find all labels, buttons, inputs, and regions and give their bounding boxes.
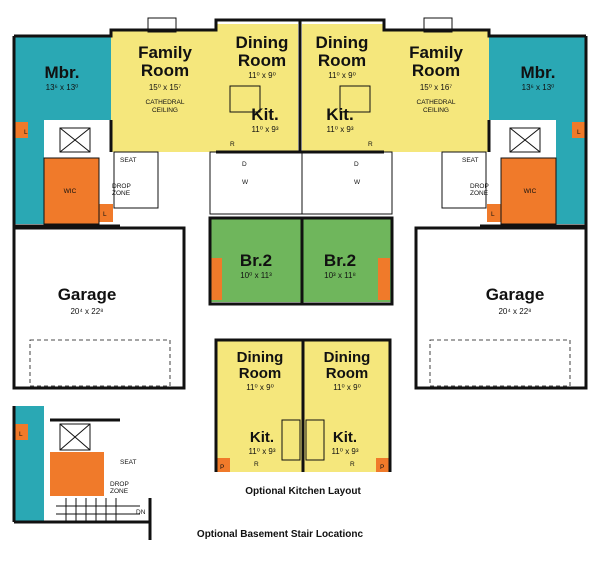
- dining-left-label-1: Dining: [236, 33, 289, 52]
- family-right-label-1: Family: [409, 43, 463, 62]
- opt-dining-right-2: Room: [326, 365, 369, 382]
- kit-right-label: Kit.: [326, 105, 353, 124]
- basement-stair-caption: Optional Basement Stair Locationc: [197, 529, 364, 540]
- svg-text:CATHEDRAL: CATHEDRAL: [146, 99, 185, 106]
- closet-br2-right: [378, 258, 390, 300]
- svg-text:11⁰ x 9³: 11⁰ x 9³: [251, 125, 278, 134]
- svg-text:11⁰ x 9⁰: 11⁰ x 9⁰: [246, 383, 274, 392]
- svg-text:L: L: [24, 129, 28, 136]
- svg-text:11⁰ x 9³: 11⁰ x 9³: [248, 447, 275, 456]
- svg-text:10⁰ x 11³: 10⁰ x 11³: [240, 271, 272, 280]
- svg-text:L: L: [491, 211, 495, 218]
- stair-treads: [56, 498, 140, 522]
- svg-text:10³ x 11⁸: 10³ x 11⁸: [324, 271, 356, 280]
- family-left-label-2: Room: [141, 61, 189, 80]
- garage-left: [12, 226, 186, 390]
- left-unit: Mbr. 13⁶ x 13⁰ Family Room 15⁰ x 15⁷ CAT…: [12, 17, 304, 390]
- dining-right-label-2: Room: [318, 51, 366, 70]
- svg-text:CATHEDRAL: CATHEDRAL: [417, 99, 456, 106]
- svg-text:L: L: [577, 129, 581, 136]
- svg-text:ZONE: ZONE: [110, 488, 129, 495]
- svg-text:CEILING: CEILING: [423, 107, 449, 114]
- svg-text:13⁶ x 13⁰: 13⁶ x 13⁰: [46, 83, 79, 92]
- br2-left-fill: [210, 218, 302, 302]
- svg-text:20⁴ x 22⁸: 20⁴ x 22⁸: [498, 307, 531, 316]
- garage-right-label: Garage: [486, 285, 545, 304]
- svg-text:11⁰ x 9⁰: 11⁰ x 9⁰: [333, 383, 361, 392]
- svg-text:R: R: [230, 141, 235, 148]
- kit-left-label: Kit.: [251, 105, 278, 124]
- svg-text:DN: DN: [136, 509, 146, 516]
- wic-left-fill: [44, 158, 99, 224]
- garage-left-label: Garage: [58, 285, 117, 304]
- closet-br2-left: [210, 258, 222, 300]
- garage-right: [414, 226, 588, 390]
- l-box-right-1: [572, 122, 586, 138]
- svg-text:ZONE: ZONE: [470, 190, 489, 197]
- l-box-right-2: [487, 204, 501, 222]
- svg-text:L: L: [19, 431, 23, 438]
- l-box-left-2: [99, 204, 113, 222]
- svg-text:DROP: DROP: [112, 183, 131, 190]
- svg-text:P: P: [380, 464, 384, 471]
- svg-text:20⁴ x 22⁸: 20⁴ x 22⁸: [70, 307, 103, 316]
- svg-text:11⁰ x 9³: 11⁰ x 9³: [331, 447, 358, 456]
- opt-dining-right-1: Dining: [324, 349, 371, 366]
- wic-right-fill: [501, 158, 556, 224]
- svg-text:ZONE: ZONE: [112, 190, 131, 197]
- svg-text:DROP: DROP: [470, 183, 489, 190]
- opt-kit-right: Kit.: [333, 429, 357, 446]
- svg-text:P: P: [220, 464, 224, 471]
- svg-text:SEAT: SEAT: [462, 157, 479, 164]
- mbr-right-fill: [489, 36, 586, 120]
- br2-right-label: Br.2: [324, 251, 356, 270]
- svg-text:D: D: [242, 161, 247, 168]
- svg-text:13⁶ x 13⁰: 13⁶ x 13⁰: [522, 83, 555, 92]
- svg-text:11⁰ x 9⁰: 11⁰ x 9⁰: [328, 71, 356, 80]
- br2-right-walls: [300, 216, 394, 306]
- svg-text:15⁰ x 16⁷: 15⁰ x 16⁷: [420, 83, 452, 92]
- mbr-left-fill: [14, 36, 111, 120]
- dining-left-label-2: Room: [238, 51, 286, 70]
- svg-text:R: R: [368, 141, 373, 148]
- svg-text:R: R: [350, 461, 355, 468]
- svg-text:SEAT: SEAT: [120, 157, 137, 164]
- right-unit: Mbr. 13⁶ x 13⁰ Family Room 15⁰ x 16⁷ CAT…: [300, 17, 588, 390]
- kitchen-layout-caption: Optional Kitchen Layout: [245, 486, 361, 497]
- svg-text:11⁰ x 9³: 11⁰ x 9³: [326, 125, 353, 134]
- svg-text:11⁰ x 9⁰: 11⁰ x 9⁰: [248, 71, 276, 80]
- svg-text:SEAT: SEAT: [120, 459, 137, 466]
- dining-right-label-1: Dining: [316, 33, 369, 52]
- mbr-right-label: Mbr.: [521, 63, 556, 82]
- br2-right-fill: [302, 218, 392, 302]
- svg-text:W: W: [242, 179, 249, 186]
- wic-left-label: WIC: [64, 188, 77, 195]
- l-box-left-1: [14, 122, 28, 138]
- svg-text:15⁰ x 15⁷: 15⁰ x 15⁷: [149, 83, 181, 92]
- svg-text:CEILING: CEILING: [152, 107, 178, 114]
- family-room-left-fill: [111, 30, 216, 152]
- wic-right-label: WIC: [524, 188, 537, 195]
- optional-kitchen-layout: Dining Room 11⁰ x 9⁰ Kit. 11⁰ x 9³ P R D…: [214, 338, 392, 497]
- family-room-right-fill: [384, 30, 489, 152]
- family-right-label-2: Room: [412, 61, 460, 80]
- optional-basement-stair: L SEAT DROP ZONE DN Optional Basement St…: [12, 406, 364, 540]
- opt-kit-left: Kit.: [250, 429, 274, 446]
- svg-text:DROP: DROP: [110, 481, 129, 488]
- family-left-label-1: Family: [138, 43, 192, 62]
- opt-dining-left-1: Dining: [237, 349, 284, 366]
- mbr-left-label: Mbr.: [45, 63, 80, 82]
- svg-text:D: D: [354, 161, 359, 168]
- br2-left-label: Br.2: [240, 251, 272, 270]
- svg-text:R: R: [254, 461, 259, 468]
- opt-dining-left-2: Room: [239, 365, 282, 382]
- svg-text:L: L: [103, 211, 107, 218]
- svg-text:W: W: [354, 179, 361, 186]
